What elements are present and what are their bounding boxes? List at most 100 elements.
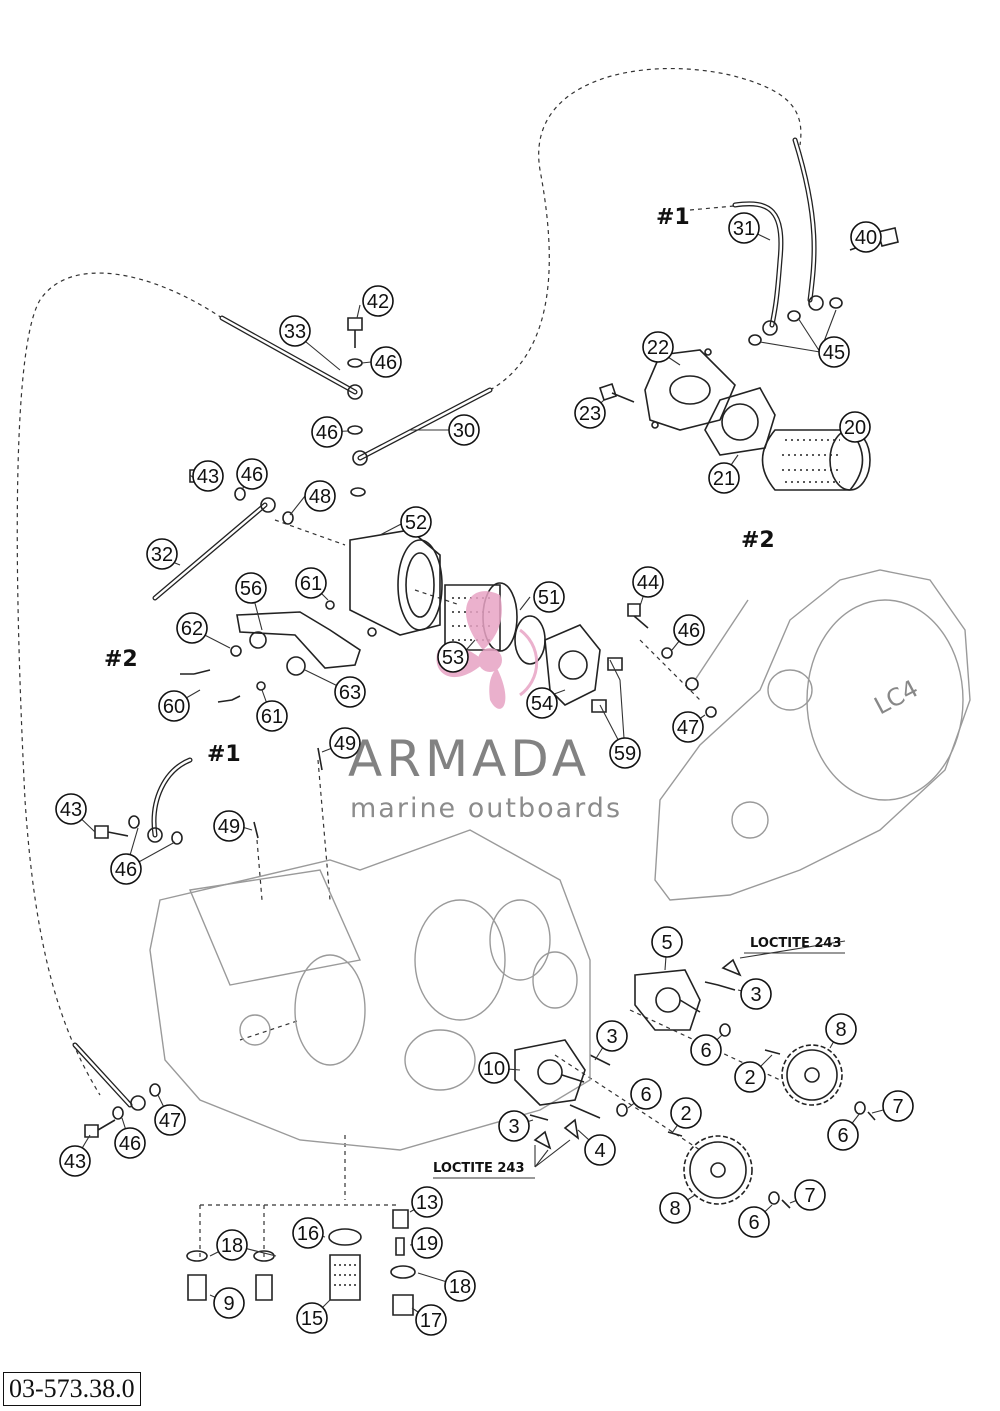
- callout-circle: [642, 331, 674, 363]
- callout-circle: [304, 480, 336, 512]
- callout-number: 46: [316, 422, 338, 444]
- callout-circle: [672, 711, 704, 743]
- callout-number: 43: [60, 799, 82, 821]
- callout-circle: [734, 1061, 766, 1093]
- part-callout: 5: [651, 926, 683, 958]
- callout-number: 3: [606, 1026, 617, 1048]
- callout-number: 8: [669, 1198, 680, 1220]
- part-callout: 18: [216, 1229, 248, 1261]
- callout-circle: [279, 315, 311, 347]
- callout-circle: [740, 978, 772, 1010]
- part-callout: 49: [213, 810, 245, 842]
- callout-circle: [444, 1270, 476, 1302]
- callout-circle: [55, 793, 87, 825]
- callout-circle: [329, 727, 361, 759]
- pump-gear-lower: [683, 1135, 753, 1205]
- callout-circle: [236, 458, 268, 490]
- callout-number: 61: [300, 573, 322, 595]
- callout-number: 61: [261, 706, 283, 728]
- part-callout: 46: [114, 1127, 146, 1159]
- part-callout: 7: [794, 1179, 826, 1211]
- propeller-blade: [465, 591, 502, 650]
- bolts: [84, 227, 899, 1138]
- part-callout: 8: [825, 1013, 857, 1045]
- callout-number: 2: [680, 1103, 691, 1125]
- callout-circle: [673, 614, 705, 646]
- callout-number: 52: [405, 512, 427, 534]
- loctite-label: LOCTITE 243: [433, 1161, 525, 1176]
- callout-circle: [659, 1192, 691, 1224]
- callout-circle: [235, 572, 267, 604]
- propeller-ring: [519, 628, 539, 697]
- part-callout: 43: [59, 1145, 91, 1177]
- callout-circle: [794, 1179, 826, 1211]
- callout-circle: [110, 853, 142, 885]
- callout-number: 46: [119, 1133, 141, 1155]
- sealing-washers: [112, 297, 843, 1120]
- shims-and-pins: [533, 958, 876, 1209]
- callout-number: 47: [159, 1110, 181, 1132]
- callout-circle: [670, 1097, 702, 1129]
- part-callout: 15: [296, 1302, 328, 1334]
- callout-number: 32: [151, 544, 173, 566]
- part-callout: 33: [279, 315, 311, 347]
- part-callout: 46: [236, 458, 268, 490]
- oil-pump-upper: [634, 969, 701, 1031]
- callout-circle: [154, 1104, 186, 1136]
- callout-number: 10: [483, 1058, 505, 1080]
- callout-number: 46: [375, 352, 397, 374]
- part-callout: 54: [526, 687, 558, 719]
- crankcase: [149, 829, 591, 1151]
- callout-number: 46: [678, 620, 700, 642]
- callout-number: 5: [661, 932, 672, 954]
- callout-circle: [584, 1134, 616, 1166]
- callout-circle: [609, 737, 641, 769]
- callout-circle: [825, 1013, 857, 1045]
- part-callout: 47: [672, 711, 704, 743]
- callout-circle: [256, 700, 288, 732]
- watermark-brand: ARMADA: [348, 730, 591, 788]
- callout-circle: [708, 462, 740, 494]
- callout-number: 53: [442, 647, 464, 669]
- callout-number: 4: [594, 1140, 605, 1162]
- callout-circle: [448, 414, 480, 446]
- cover-emblem: LC4: [870, 674, 923, 720]
- callout-circle: [651, 926, 683, 958]
- callout-circle: [158, 690, 190, 722]
- callout-circle: [295, 567, 327, 599]
- part-callout: 18: [444, 1270, 476, 1302]
- callout-circle: [415, 1304, 447, 1336]
- callout-circle: [411, 1186, 443, 1218]
- part-callout: 45: [818, 336, 850, 368]
- part-callout: 3: [596, 1020, 628, 1052]
- callout-circle: [632, 566, 664, 598]
- callout-circle: [728, 212, 760, 244]
- callout-number: 47: [677, 717, 699, 739]
- part-callout: 62: [176, 612, 208, 644]
- callout-number: 49: [218, 816, 240, 838]
- part-callout: 56: [235, 572, 267, 604]
- callout-circle: [311, 416, 343, 448]
- callout-number: 42: [367, 291, 389, 313]
- callout-number: 59: [614, 743, 636, 765]
- part-callout: 61: [256, 700, 288, 732]
- part-callout: 6: [690, 1034, 722, 1066]
- callout-number: 31: [733, 218, 755, 240]
- callout-circle: [59, 1145, 91, 1177]
- callout-number: 6: [837, 1125, 848, 1147]
- part-callout: 46: [311, 416, 343, 448]
- callout-circle: [370, 346, 402, 378]
- callout-number: 7: [804, 1185, 815, 1207]
- callout-circle: [362, 285, 394, 317]
- connection-mark: #1: [207, 742, 241, 767]
- loctite-label: LOCTITE 243: [750, 936, 842, 951]
- callout-circle: [850, 221, 882, 253]
- callout-number: 62: [181, 618, 203, 640]
- callout-number: 2: [744, 1067, 755, 1089]
- part-callout: 3: [498, 1110, 530, 1142]
- part-callout: 19: [411, 1227, 443, 1259]
- part-callout: 43: [192, 460, 224, 492]
- callout-number: 15: [301, 1308, 323, 1330]
- part-callout: 40: [850, 221, 882, 253]
